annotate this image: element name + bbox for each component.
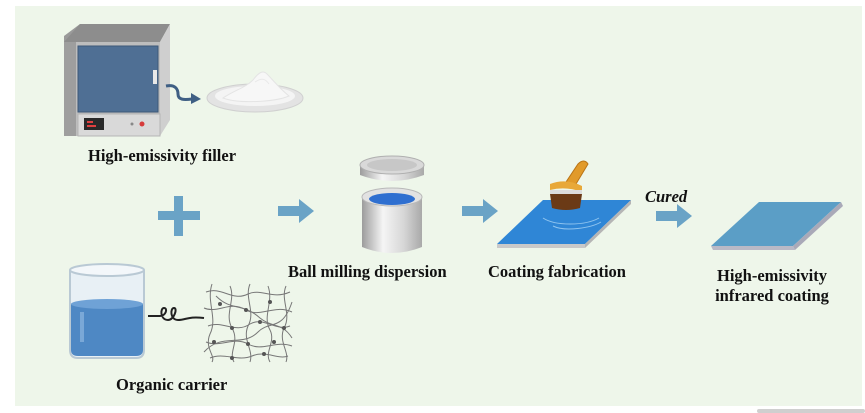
polymer-network-icon [203, 283, 293, 363]
filler-label: High-emissivity filler [88, 146, 237, 165]
output-label-line1: High-emissivity [717, 266, 827, 285]
ball-mill-jar-icon [359, 155, 425, 253]
horizontal-scrollbar[interactable] [757, 409, 865, 413]
paint-brush-icon [550, 160, 589, 210]
plus-icon [158, 196, 200, 236]
coating-plate-icon [497, 200, 631, 248]
final-coating-icon [711, 202, 843, 250]
beaker-icon [69, 263, 145, 359]
oven-icon [64, 24, 170, 137]
step-coating-label: Coating fabrication [488, 262, 626, 281]
powder-plate-icon [206, 71, 304, 113]
arrow-right-icon [656, 204, 692, 228]
arrow-right-icon [278, 199, 314, 223]
cured-label: Cured [645, 187, 688, 206]
arrow-right-icon [462, 199, 498, 223]
step-ball-milling-label: Ball milling dispersion [288, 262, 447, 281]
curved-arrow-icon [165, 84, 201, 104]
squiggle-link-icon [148, 306, 205, 322]
carrier-label: Organic carrier [116, 375, 228, 394]
output-label: High-emissivity infrared coating [697, 266, 847, 306]
output-label-line2: infrared coating [715, 285, 829, 305]
